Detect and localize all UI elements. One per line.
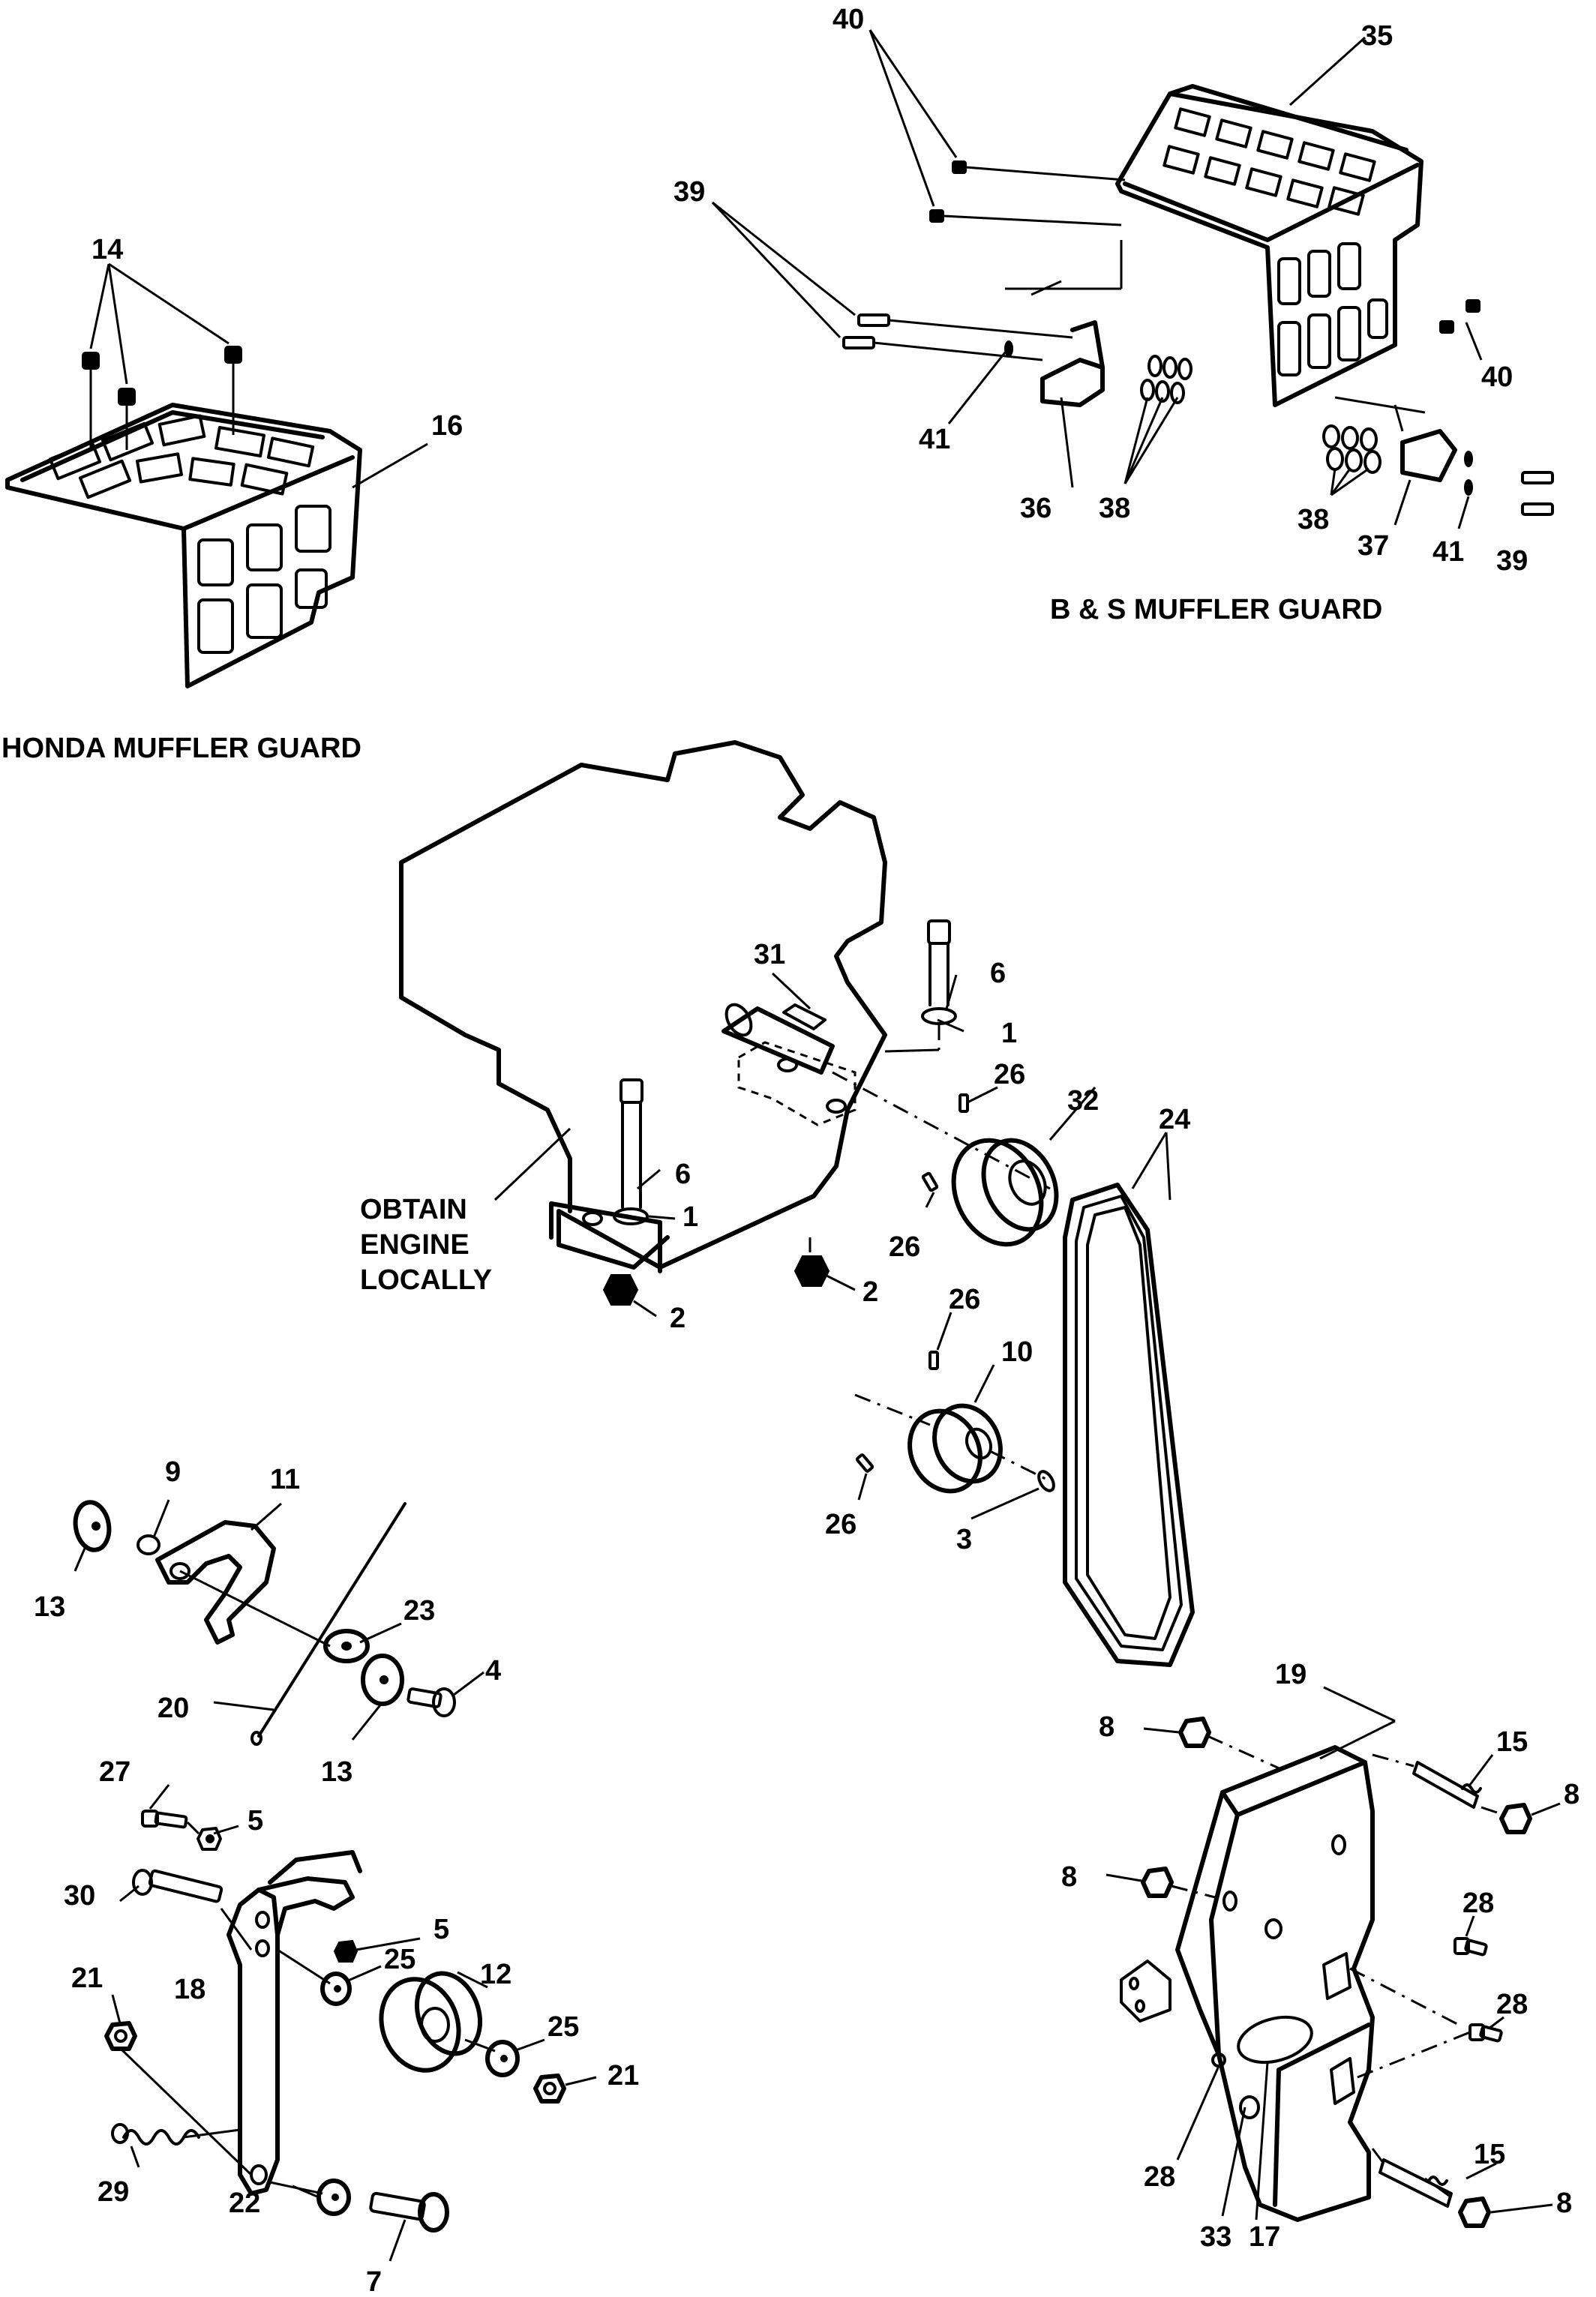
callout-35: 35: [1361, 20, 1393, 52]
callout-41: 41: [919, 424, 950, 455]
callout-8: 8: [1564, 1779, 1580, 1810]
callout-10: 10: [1001, 1336, 1033, 1368]
callout-19: 19: [1275, 1659, 1306, 1690]
callout-26: 26: [825, 1509, 856, 1540]
callout-29: 29: [98, 2176, 129, 2208]
callout-31: 31: [754, 939, 785, 970]
callout-1: 1: [1001, 1018, 1017, 1049]
idler-assembly: [73, 1499, 597, 2262]
callout-36: 36: [1020, 493, 1052, 524]
engine-note-line-2: ENGINE: [360, 1229, 470, 1261]
callout-41: 41: [1432, 536, 1464, 568]
callout-26: 26: [994, 1059, 1025, 1090]
belt-guard-assembly: [1106, 1686, 1561, 2228]
callout-18: 18: [174, 1974, 206, 2005]
callout-25: 25: [548, 2011, 579, 2043]
callout-14: 14: [92, 234, 123, 265]
callout-26: 26: [949, 1284, 980, 1315]
engine-assembly: [399, 740, 1195, 1667]
callout-33: 33: [1200, 2221, 1232, 2253]
callout-8: 8: [1099, 1711, 1114, 1743]
callout-27: 27: [99, 1756, 130, 1788]
callout-37: 37: [1358, 530, 1389, 562]
callout-24: 24: [1159, 1104, 1190, 1135]
callout-2: 2: [862, 1276, 878, 1308]
callout-20: 20: [158, 1693, 189, 1724]
callout-13: 13: [321, 1756, 352, 1788]
callout-38: 38: [1298, 504, 1329, 535]
callout-21: 21: [71, 1963, 103, 1994]
callout-13: 13: [34, 1591, 65, 1623]
callout-4: 4: [485, 1655, 501, 1687]
callout-6: 6: [990, 958, 1006, 989]
callout-6: 6: [675, 1159, 691, 1190]
callout-28: 28: [1496, 1989, 1528, 2020]
callout-32: 32: [1067, 1085, 1099, 1117]
engine-note-line-1: OBTAIN: [360, 1194, 467, 1225]
callout-8: 8: [1556, 2188, 1572, 2219]
callout-16: 16: [431, 410, 463, 442]
callout-2: 2: [670, 1303, 686, 1334]
callout-15: 15: [1474, 2139, 1505, 2170]
honda-muffler-guard: [5, 262, 428, 688]
callout-22: 22: [229, 2188, 260, 2219]
callout-8: 8: [1061, 1861, 1077, 1893]
callout-25: 25: [384, 1944, 416, 1975]
engine-note-line-3: LOCALLY: [360, 1264, 492, 1296]
callout-39: 39: [1496, 545, 1528, 577]
callout-39: 39: [674, 176, 705, 208]
callout-12: 12: [480, 1959, 512, 1990]
callout-5: 5: [248, 1805, 263, 1837]
callout-38: 38: [1099, 493, 1130, 524]
callout-23: 23: [404, 1595, 435, 1627]
callout-28: 28: [1462, 1888, 1494, 1919]
honda-muffler-guard-title: HONDA MUFFLER GUARD: [2, 733, 362, 764]
callout-15: 15: [1496, 1726, 1528, 1758]
callout-28: 28: [1144, 2161, 1175, 2193]
callout-30: 30: [64, 1880, 95, 1912]
callout-26: 26: [889, 1231, 920, 1263]
callout-1: 1: [682, 1201, 698, 1233]
callout-40: 40: [1481, 361, 1513, 393]
callout-5: 5: [434, 1914, 449, 1945]
callout-21: 21: [608, 2060, 639, 2092]
callout-3: 3: [956, 1524, 972, 1555]
callout-11: 11: [270, 1464, 300, 1495]
bs-muffler-guard-title: B & S MUFFLER GUARD: [1050, 594, 1382, 625]
callout-40: 40: [832, 4, 864, 35]
bs-muffler-guard: [711, 29, 1554, 529]
callout-9: 9: [165, 1456, 181, 1488]
callout-7: 7: [366, 2266, 382, 2297]
callout-17: 17: [1249, 2221, 1280, 2253]
